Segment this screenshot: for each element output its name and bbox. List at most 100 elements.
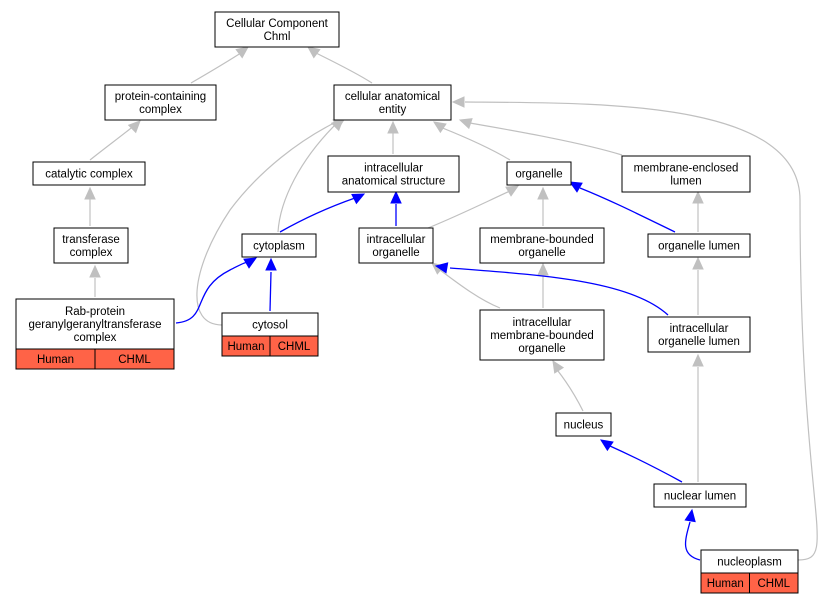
node-orglumen[interactable]: organelle lumen bbox=[647, 233, 751, 258]
node-label: geranylgeranyltransferase bbox=[29, 319, 162, 331]
node-label: organelle lumen bbox=[658, 241, 740, 253]
node-organelle[interactable]: organelle bbox=[506, 161, 572, 186]
node-label: complex bbox=[70, 247, 113, 259]
node-label: organelle bbox=[518, 343, 565, 355]
node-label: lumen bbox=[670, 176, 701, 188]
node-label: nucleus bbox=[564, 420, 604, 432]
node-label: complex bbox=[139, 104, 182, 116]
edge-arrowhead-18 bbox=[451, 96, 465, 108]
node-label: cytoplasm bbox=[253, 241, 305, 253]
tag-label-human: Human bbox=[227, 341, 264, 353]
edge-25 bbox=[609, 445, 683, 483]
edge-arrowhead-21 bbox=[568, 181, 583, 193]
node-box bbox=[214, 11, 340, 48]
node-label: organelle bbox=[372, 247, 419, 259]
edge-arrowhead-7 bbox=[458, 118, 473, 130]
tag-label-chml: CHML bbox=[118, 354, 151, 366]
node-catalytic[interactable]: catalytic complex bbox=[32, 161, 146, 186]
node-label: protein-containing bbox=[115, 91, 206, 103]
node-box bbox=[241, 233, 317, 258]
node-box bbox=[327, 155, 460, 193]
edge-7 bbox=[469, 122, 623, 156]
edge-arrowhead-11 bbox=[505, 185, 520, 197]
edge-arrowhead-23 bbox=[265, 257, 277, 271]
edge-arrowhead-2 bbox=[127, 120, 141, 134]
tag-label-human: Human bbox=[37, 354, 74, 366]
node-label: membrane-enclosed bbox=[634, 163, 739, 175]
node-label: membrane-bounded bbox=[490, 330, 594, 342]
tag-box bbox=[94, 348, 175, 370]
edge-1 bbox=[311, 50, 373, 84]
node-box bbox=[506, 161, 572, 186]
edge-arrowhead-12 bbox=[692, 190, 704, 204]
edge-18 bbox=[464, 101, 818, 561]
edge-arrowhead-6 bbox=[432, 121, 447, 134]
node-label: anatomical structure bbox=[342, 176, 446, 188]
tag-box bbox=[749, 572, 799, 594]
edge-arrowhead-13 bbox=[537, 262, 549, 276]
node-label: intracellular bbox=[513, 317, 572, 329]
tag-box bbox=[269, 335, 319, 357]
node-label: membrane-bounded bbox=[490, 234, 594, 246]
edge-arrowhead-4 bbox=[89, 264, 101, 278]
node-label: intracellular bbox=[367, 234, 426, 246]
node-cytoplasm[interactable]: cytoplasm bbox=[241, 233, 317, 258]
node-box bbox=[32, 161, 146, 186]
edge-arrowhead-22 bbox=[243, 257, 258, 269]
node-label: Cellular Component bbox=[226, 18, 328, 30]
node-box bbox=[15, 298, 175, 350]
edge-arrowhead-25 bbox=[599, 439, 614, 452]
tag-label-chml: CHML bbox=[757, 578, 790, 590]
node-label: Chml bbox=[264, 31, 291, 43]
node-label: intracellular bbox=[364, 163, 423, 175]
node-box bbox=[621, 155, 751, 193]
node-box bbox=[653, 483, 747, 508]
node-label: cytosol bbox=[252, 320, 288, 332]
edge-16 bbox=[557, 370, 584, 412]
edge-arrowhead-20 bbox=[390, 190, 402, 204]
node-label: intracellular bbox=[670, 323, 729, 335]
edge-9 bbox=[196, 121, 337, 326]
node-label: entity bbox=[379, 104, 407, 116]
edge-23 bbox=[269, 271, 272, 312]
tag-label-chml: CHML bbox=[278, 341, 311, 353]
node-label: nuclear lumen bbox=[664, 491, 736, 503]
edge-arrowhead-10 bbox=[537, 186, 549, 200]
node-box bbox=[479, 309, 605, 361]
edge-arrowhead-1 bbox=[307, 46, 321, 59]
edge-arrowhead-17 bbox=[692, 353, 704, 367]
node-box bbox=[555, 412, 612, 437]
node-box bbox=[647, 233, 751, 258]
edge-8 bbox=[277, 123, 337, 233]
edge-0 bbox=[190, 50, 245, 84]
node-label: nucleoplasm bbox=[717, 557, 782, 569]
node-nucleus[interactable]: nucleus bbox=[555, 412, 612, 437]
node-rab[interactable]: Rab-proteingeranylgeranyltransferasecomp… bbox=[15, 298, 175, 370]
node-label: organelle lumen bbox=[658, 336, 740, 348]
edge-2 bbox=[89, 124, 136, 161]
node-label: complex bbox=[74, 332, 117, 344]
node-box bbox=[333, 84, 452, 121]
node-box bbox=[647, 316, 751, 353]
node-nuclumen[interactable]: nuclear lumen bbox=[653, 483, 747, 508]
edge-19 bbox=[279, 197, 356, 233]
node-label: organelle bbox=[515, 169, 562, 181]
edge-21 bbox=[579, 187, 676, 233]
edge-arrowhead-0 bbox=[235, 46, 249, 59]
node-box bbox=[358, 227, 434, 264]
edge-11 bbox=[427, 190, 511, 229]
